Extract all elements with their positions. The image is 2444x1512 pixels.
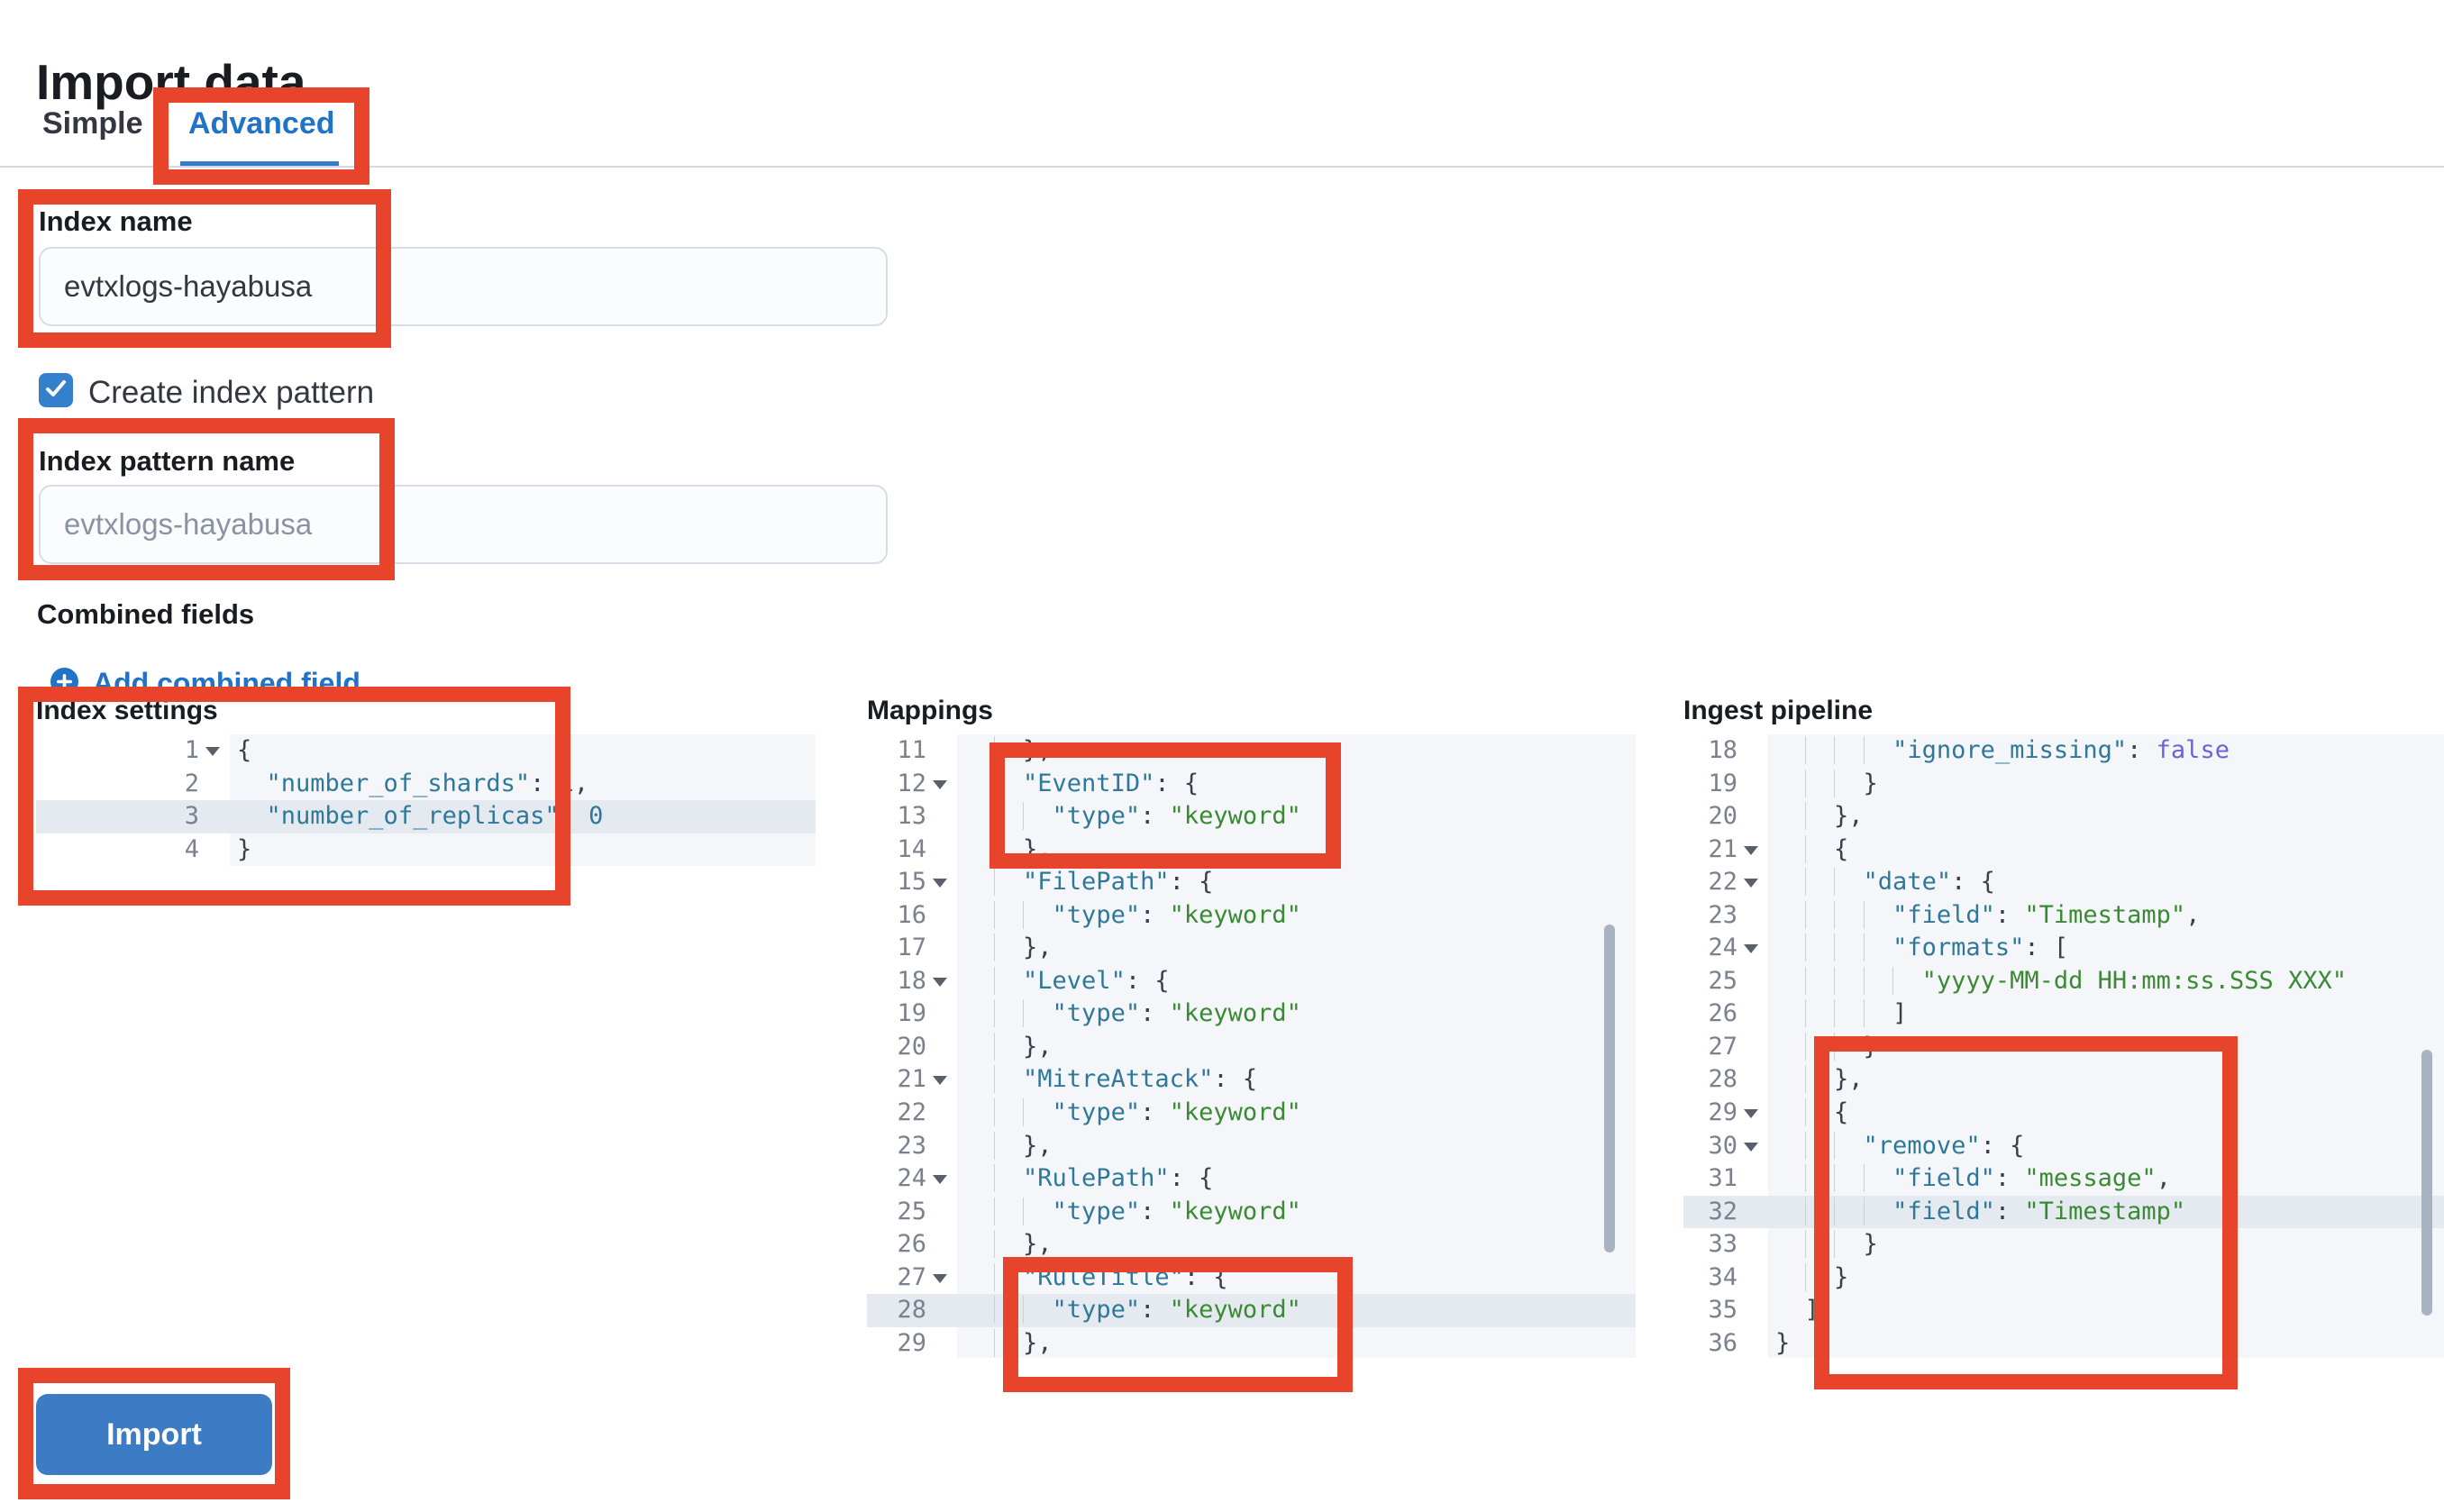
mappings-scrollbar[interactable] (1604, 925, 1615, 1252)
fold-arrow-icon[interactable] (933, 977, 947, 987)
code-line: 22 "type": "keyword" (867, 1097, 1636, 1130)
code-line: 3 "number_of_replicas": 0 (36, 800, 816, 833)
create-index-pattern-label: Create index pattern (88, 375, 375, 410)
index-name-input[interactable] (39, 247, 888, 326)
fold-arrow-icon[interactable] (1744, 845, 1758, 855)
code-line: 29 { (1683, 1097, 2444, 1130)
index-pattern-name-input[interactable] (39, 485, 888, 564)
code-line: 23 "field": "Timestamp", (1683, 898, 2444, 933)
code-line: 30 "remove": { (1683, 1129, 2444, 1163)
index-pattern-name-label: Index pattern name (39, 445, 296, 477)
code-line: 32 "field": "Timestamp" (1683, 1195, 2444, 1229)
fold-arrow-icon[interactable] (205, 747, 220, 756)
code-line: 24 "RulePath": { (867, 1162, 1636, 1196)
index-name-label: Index name (39, 205, 193, 237)
ingest-pipeline-label: Ingest pipeline (1683, 696, 1874, 725)
code-line: 13 "type": "keyword" (867, 800, 1636, 833)
fold-arrow-icon[interactable] (1744, 1109, 1758, 1119)
code-line: 28 "type": "keyword" (867, 1294, 1636, 1327)
code-line: 28 }, (1683, 1063, 2444, 1098)
index-settings-editor[interactable]: 1{2 "number_of_shards": 1,3 "number_of_r… (36, 734, 816, 1358)
code-line: 31 "field": "message", (1683, 1162, 2444, 1196)
tab-simple[interactable]: Simple (42, 106, 143, 141)
fold-arrow-icon[interactable] (933, 879, 947, 888)
check-icon (44, 377, 68, 405)
code-line: 22 "date": { (1683, 866, 2444, 899)
create-index-pattern-checkbox[interactable] (39, 373, 73, 407)
fold-arrow-icon[interactable] (933, 1175, 947, 1185)
code-line: 21 { (1683, 833, 2444, 867)
code-line: 16 "type": "keyword" (867, 898, 1636, 933)
code-line: 25 "type": "keyword" (867, 1195, 1636, 1229)
index-settings-label: Index settings (36, 696, 218, 725)
fold-arrow-icon[interactable] (933, 1273, 947, 1283)
code-line: 2 "number_of_shards": 1, (36, 767, 816, 801)
code-line: 17 }, (867, 932, 1636, 965)
code-line: 26 ] (1683, 997, 2444, 1031)
tabs-divider (0, 166, 2444, 168)
code-line: 15 "FilePath": { (867, 866, 1636, 899)
code-line: 18 "ignore_missing": false (1683, 734, 2444, 768)
code-line: 19 "type": "keyword" (867, 997, 1636, 1031)
code-line: 35 ] (1683, 1294, 2444, 1327)
code-line: 19 } (1683, 767, 2444, 801)
import-button[interactable]: Import (36, 1394, 272, 1475)
combined-fields-label: Combined fields (37, 598, 255, 630)
code-line: 14 }, (867, 833, 1636, 867)
fold-arrow-icon[interactable] (933, 779, 947, 789)
fold-arrow-icon[interactable] (1744, 1142, 1758, 1152)
code-line: 4} (36, 833, 816, 867)
code-line: 26 }, (867, 1228, 1636, 1262)
ingest-pipeline-scrollbar[interactable] (2421, 1050, 2432, 1316)
tab-advanced[interactable]: Advanced (188, 106, 335, 141)
code-line: 33 } (1683, 1228, 2444, 1262)
mappings-editor[interactable]: 11 },12 "EventID": {13 "type": "keyword"… (867, 734, 1636, 1358)
code-line: 20 }, (867, 1030, 1636, 1064)
mappings-label: Mappings (867, 696, 993, 725)
code-line: 25 "yyyy-MM-dd HH:mm:ss.SSS XXX" (1683, 964, 2444, 998)
code-line: 21 "MitreAttack": { (867, 1063, 1636, 1098)
code-line: 12 "EventID": { (867, 767, 1636, 801)
code-line: 1{ (36, 734, 816, 768)
fold-arrow-icon[interactable] (933, 1076, 947, 1086)
code-line: 18 "Level": { (867, 964, 1636, 998)
code-line: 34 } (1683, 1261, 2444, 1295)
active-tab-underline (180, 161, 339, 168)
page-title: Import data (36, 53, 306, 110)
code-line: 29 }, (867, 1326, 1636, 1358)
code-line: 24 "formats": [ (1683, 932, 2444, 965)
code-line: 36} (1683, 1326, 2444, 1358)
fold-arrow-icon[interactable] (1744, 879, 1758, 888)
code-line: 23 }, (867, 1129, 1636, 1163)
code-line: 27 "RuleTitle": { (867, 1261, 1636, 1295)
code-line: 27 } (1683, 1030, 2444, 1064)
code-line: 11 }, (867, 734, 1636, 768)
fold-arrow-icon[interactable] (1744, 944, 1758, 954)
code-line: 20 }, (1683, 800, 2444, 833)
